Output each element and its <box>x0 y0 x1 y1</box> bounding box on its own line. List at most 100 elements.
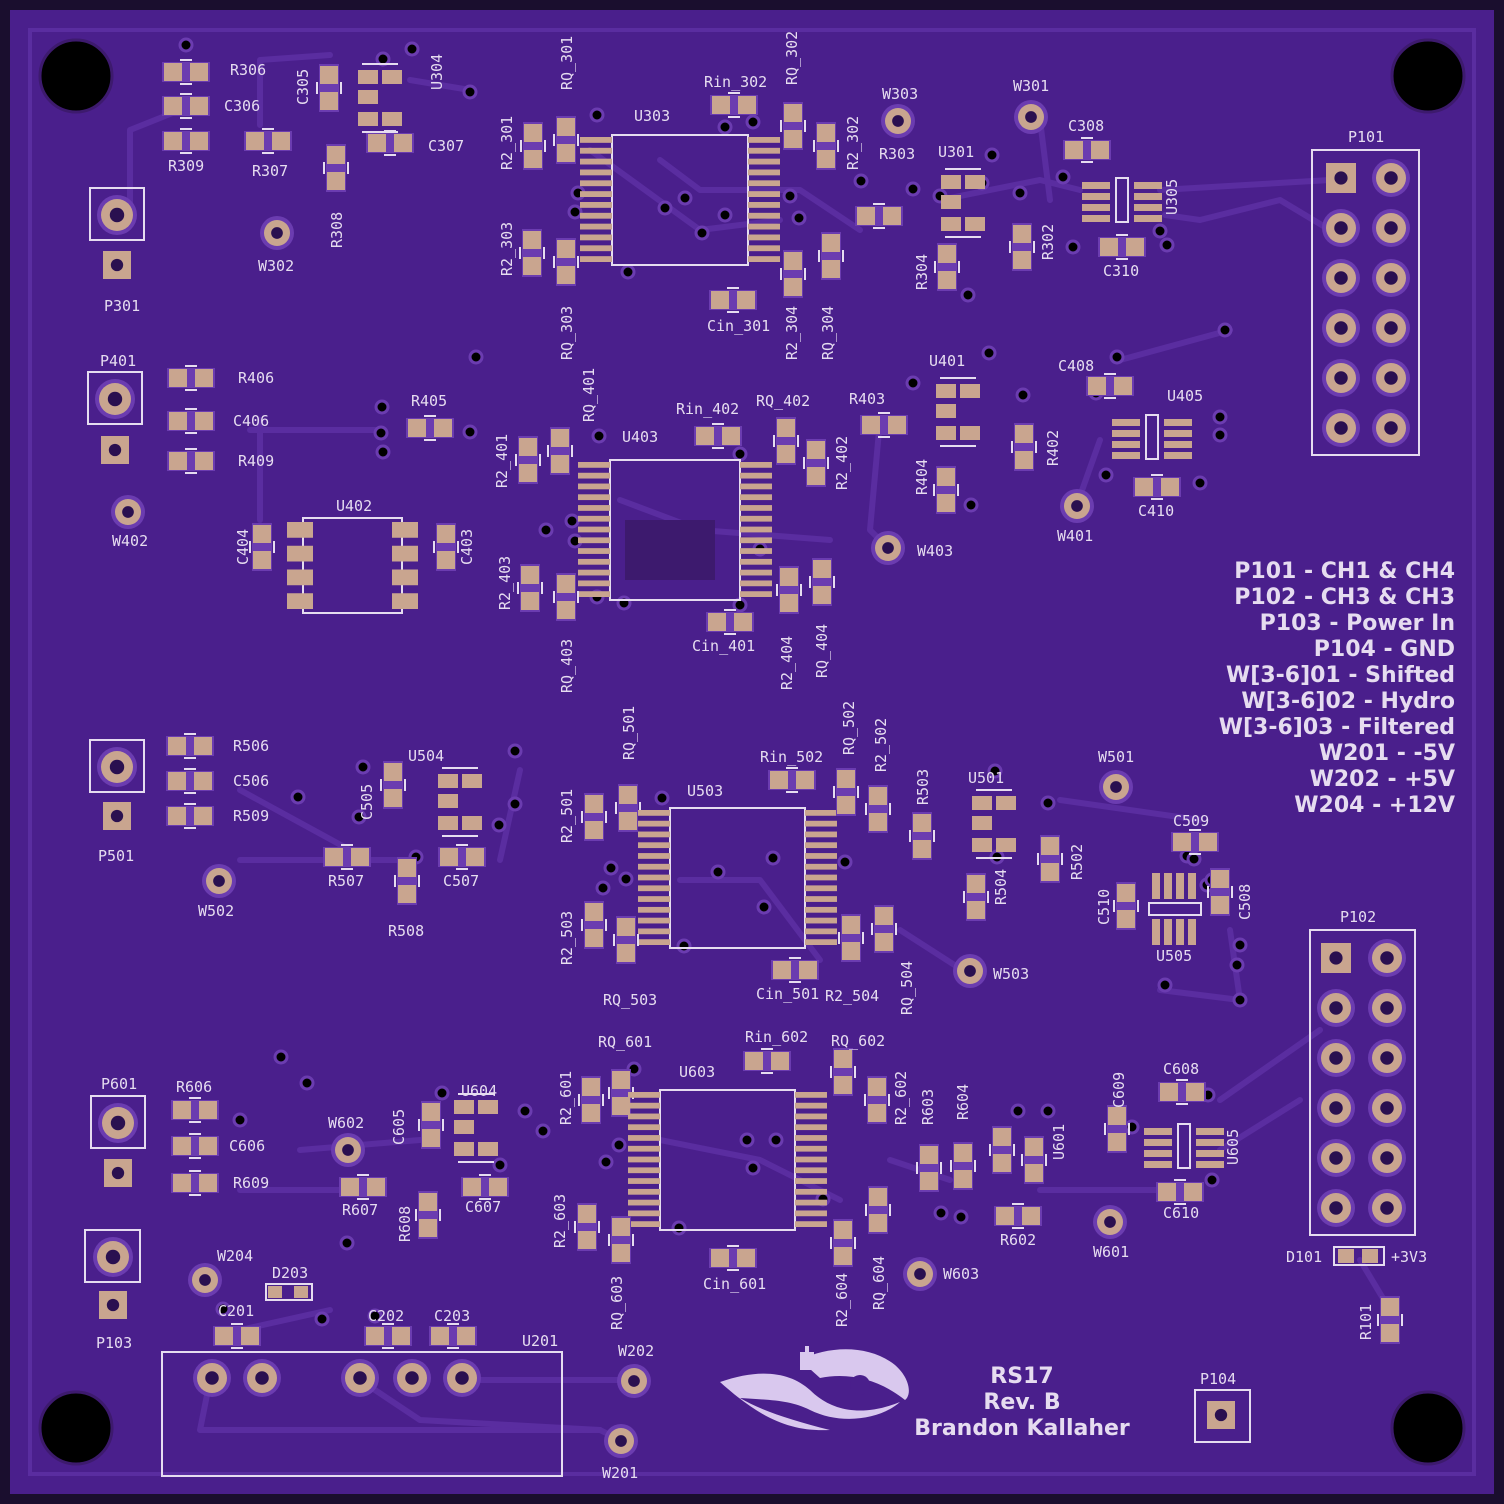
label-p104: P104 <box>1200 1370 1236 1388</box>
u401-pin <box>960 384 980 398</box>
c202-pad <box>392 1327 410 1345</box>
u501-pin <box>996 796 1016 810</box>
label-w303: W303 <box>882 85 918 103</box>
u201-pin-drill <box>205 1371 219 1385</box>
label-c510: C510 <box>1095 889 1113 925</box>
u503-pin <box>805 810 837 816</box>
r507-pad <box>325 848 343 866</box>
r606-pad <box>173 1101 191 1119</box>
u403-pin <box>578 505 610 511</box>
u605-pin <box>1196 1161 1224 1168</box>
label-r508: R508 <box>388 922 424 940</box>
rin302-pad <box>738 96 756 114</box>
silkscreen-labels: R306 C306 R309 R307 C307 W302 P301 C305 … <box>96 31 1427 1482</box>
r2-501-pad <box>585 821 603 839</box>
u403-pin <box>740 483 772 490</box>
r403-pad <box>888 416 906 434</box>
u403-pin <box>740 472 772 479</box>
w401-pad-drill <box>1071 500 1083 512</box>
u603-pin <box>628 1145 660 1152</box>
u403-pin <box>578 548 610 554</box>
project-name: RS17 <box>990 1364 1053 1389</box>
u504-pin <box>462 774 482 788</box>
rq502-pad <box>837 796 855 814</box>
label-r307: R307 <box>252 162 288 180</box>
u605-pin <box>1196 1128 1224 1135</box>
u503-pin <box>638 906 670 913</box>
r2-302-pad <box>817 150 835 168</box>
legend-line: W[3-6]02 - Hydro <box>1241 689 1455 714</box>
u305-pin <box>1082 215 1110 222</box>
u402-pin <box>287 545 313 562</box>
label-c305: C305 <box>294 69 312 105</box>
r2-504-pad <box>842 942 860 960</box>
u403-pin <box>578 494 610 501</box>
u501-pin <box>996 838 1016 852</box>
c606-pad <box>199 1137 217 1155</box>
u503-pin <box>638 874 670 881</box>
label-w603: W603 <box>943 1265 979 1283</box>
r2-601-pad <box>582 1078 600 1096</box>
label-r2-401: R2_401 <box>493 434 511 488</box>
label-rin302: Rin_302 <box>704 73 767 91</box>
c307-pad <box>394 134 412 152</box>
r303-pad <box>883 207 901 225</box>
u603-pin <box>795 1188 827 1195</box>
label-r506: R506 <box>233 737 269 755</box>
c608-pad <box>1186 1083 1204 1101</box>
label-r2-303: R2_303 <box>498 222 516 276</box>
p101-pin-drill <box>1384 321 1398 335</box>
legend-line: P104 - GND <box>1314 637 1455 662</box>
u601b-pad <box>1025 1138 1043 1156</box>
legend-line: W201 - -5V <box>1319 741 1455 766</box>
r2-601-pad <box>582 1104 600 1122</box>
legend-line: P102 - CH3 & CH3 <box>1234 585 1455 610</box>
label-u304: U304 <box>428 54 446 90</box>
r2-301-pad <box>524 124 542 142</box>
credits-block: RS17 Rev. B Brandon Kallaher <box>914 1364 1130 1441</box>
rq402-pad <box>777 419 795 437</box>
author-name: Brandon Kallaher <box>914 1416 1130 1441</box>
mounting-hole-top-left <box>38 38 114 114</box>
label-r306: R306 <box>230 61 266 79</box>
u304-pin <box>358 112 378 126</box>
u303-pin <box>580 180 612 187</box>
label-w502: W502 <box>198 902 234 920</box>
cin401-pad <box>734 613 752 631</box>
cin301-pad <box>711 291 729 309</box>
c203-pad <box>431 1327 449 1345</box>
label-r2-504: R2_504 <box>825 987 879 1005</box>
p401-outline <box>87 371 143 425</box>
u403-pin <box>740 569 772 576</box>
label-r609: R609 <box>233 1174 269 1192</box>
r507-pad <box>351 848 369 866</box>
u402-pin <box>392 545 418 562</box>
u504-pin <box>462 816 482 830</box>
u505-pin <box>1176 919 1184 945</box>
label-u504: U504 <box>408 747 444 765</box>
c410-pad <box>1135 478 1153 496</box>
r502-pad <box>1041 837 1059 855</box>
p401-pin1-drill <box>107 391 123 407</box>
r409-pad <box>195 452 213 470</box>
svg-text:P102: P102 <box>1340 908 1376 926</box>
r2-603-pad <box>578 1231 596 1249</box>
u603-pin <box>795 1113 827 1120</box>
r606-pad <box>199 1101 217 1119</box>
r506-pad <box>194 737 212 755</box>
label-c403: C403 <box>458 529 476 565</box>
u603-pin <box>795 1145 827 1152</box>
u304-pin <box>382 70 402 84</box>
cin601-pad <box>737 1249 755 1267</box>
u505-pin <box>1188 873 1196 899</box>
u603-pin <box>628 1156 660 1163</box>
r509-pad <box>194 807 212 825</box>
p501-outline <box>89 739 145 793</box>
label-u303: U303 <box>634 107 670 125</box>
w303-pad-drill <box>892 115 904 127</box>
p501-pin2-drill <box>110 809 124 823</box>
w403-pad-drill <box>882 542 894 554</box>
c202-pad <box>366 1327 384 1345</box>
r2-604-pad <box>834 1247 852 1265</box>
u405-pin <box>1112 452 1140 459</box>
